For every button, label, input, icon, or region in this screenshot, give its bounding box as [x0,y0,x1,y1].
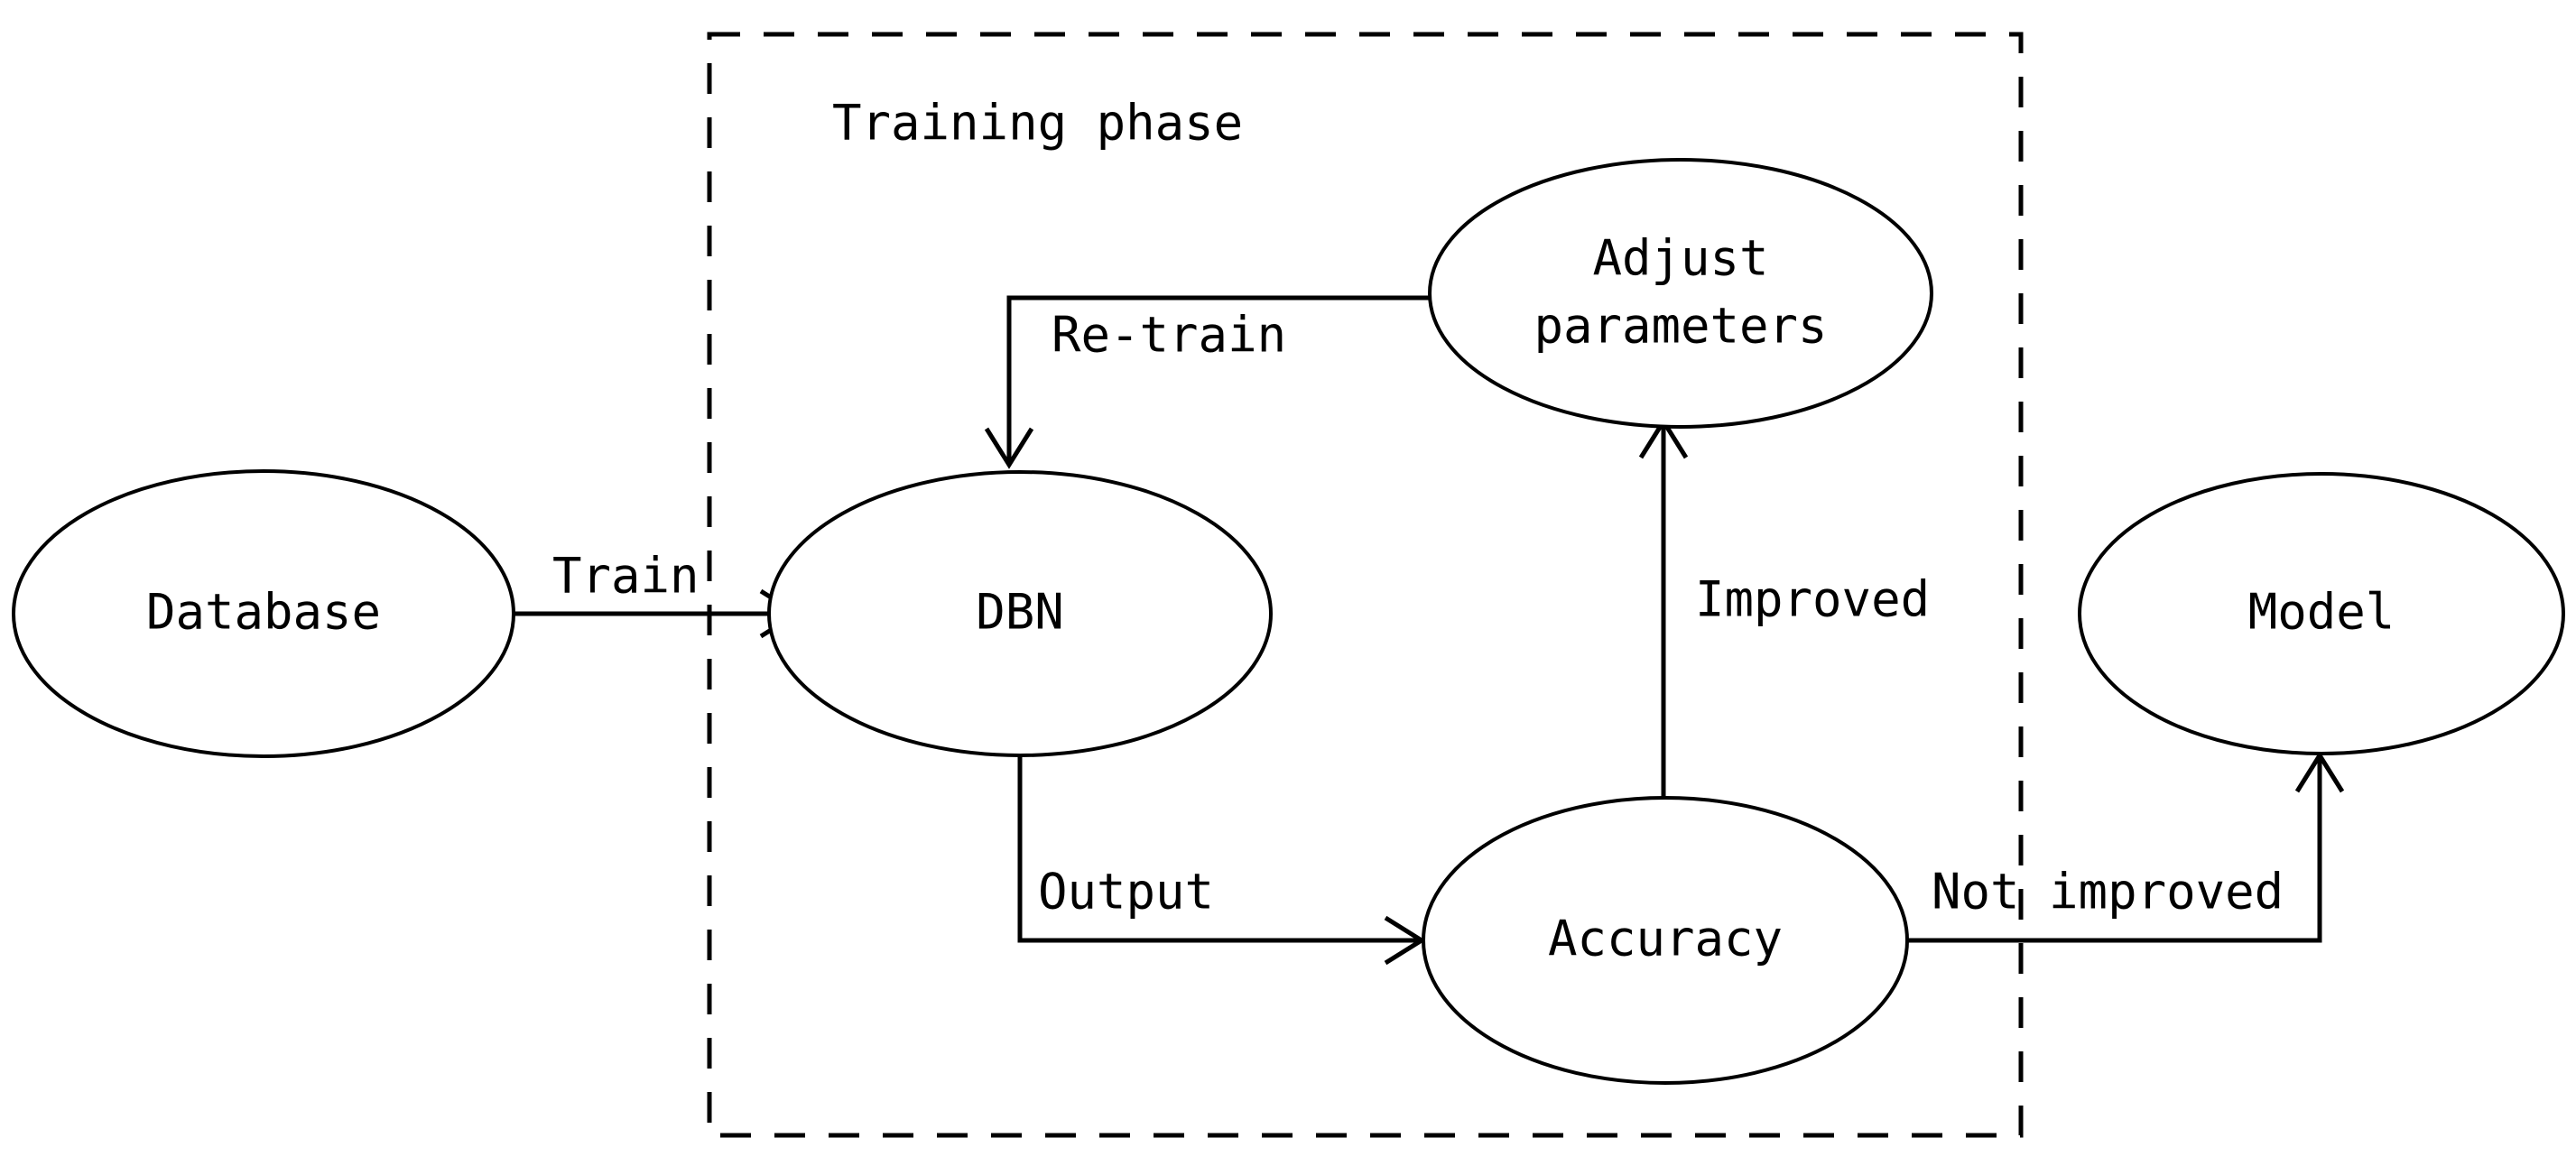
node-accuracy-shape[interactable] [1422,796,1909,1085]
edge-retrain-arrowhead [984,427,1034,469]
edge-output-line [1017,756,1419,943]
edge-not-improved-label: Not improved [1932,864,2284,921]
edge-not-improved-line [1906,758,2322,943]
training-phase-boundary [707,32,2024,1138]
edge-retrain-label: Re-train [1052,307,1286,364]
node-model-label: Model [2248,584,2395,641]
node-adjust-parameters-shape[interactable] [1428,158,1933,429]
node-dbn-shape[interactable] [767,470,1273,757]
edge-train-label: Train [552,548,700,605]
node-adjust-parameters-label-line1: Adjust [1592,230,1768,287]
node-dbn-label: DBN [976,584,1064,641]
edge-output-label: Output [1038,864,1214,921]
node-model-shape[interactable] [2078,472,2565,755]
node-accuracy-label: Accuracy [1548,911,1783,967]
edge-improved-label: Improved [1695,571,1930,628]
node-adjust-parameters-label-line2: parameters [1534,298,1827,355]
edge-retrain-line [1006,295,1431,462]
edge-not-improved-arrowhead [2294,751,2345,793]
training-phase-label: Training phase [832,95,1243,152]
node-database-shape[interactable] [12,469,515,758]
node-database-label: Database [146,584,381,641]
